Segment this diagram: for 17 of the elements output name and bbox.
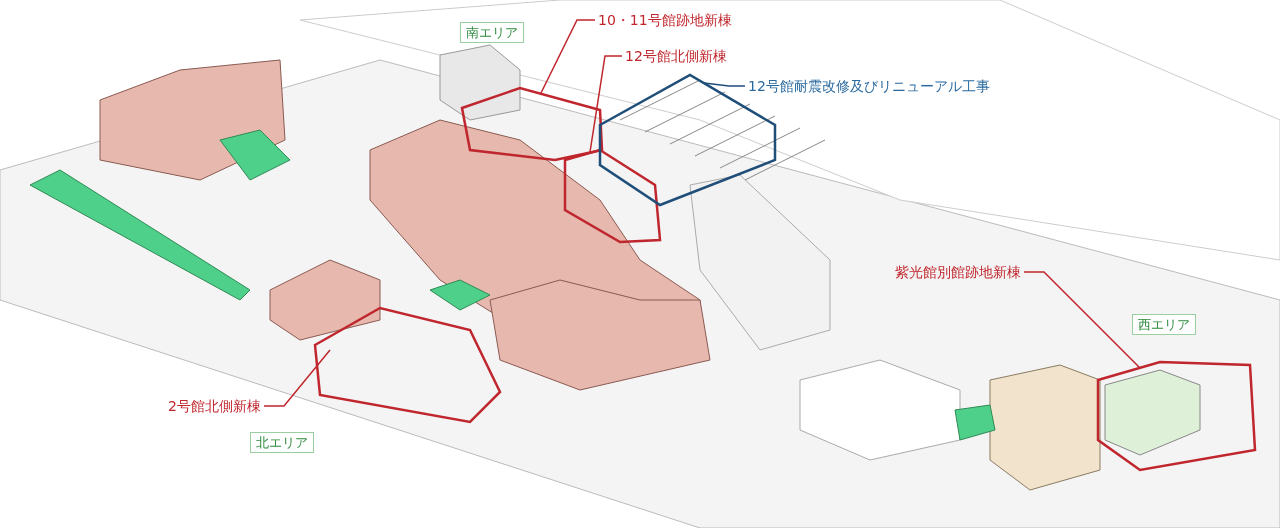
callout-text: 12号館耐震改修及びリニューアル工事: [748, 77, 990, 95]
leader-line: [263, 349, 331, 407]
leader-line: [540, 19, 596, 94]
callout-text: 10・11号館跡地新棟: [598, 11, 732, 29]
callout-text: 紫光館別館跡地新棟: [895, 263, 1021, 281]
area-label: 南エリア: [460, 22, 524, 43]
area-label: 北エリア: [250, 432, 314, 453]
building-outline: [1096, 360, 1257, 472]
callout-text: 2号館北側新棟: [168, 397, 261, 415]
area-label: 西エリア: [1132, 314, 1196, 335]
building-outline: [563, 148, 662, 244]
callout-text: 12号館北側新棟: [625, 47, 727, 65]
leader-line: [589, 55, 623, 153]
building-outline: [313, 306, 502, 424]
building-outline: [460, 86, 604, 162]
leader-line: [1023, 271, 1141, 369]
leader-line: [703, 82, 746, 87]
